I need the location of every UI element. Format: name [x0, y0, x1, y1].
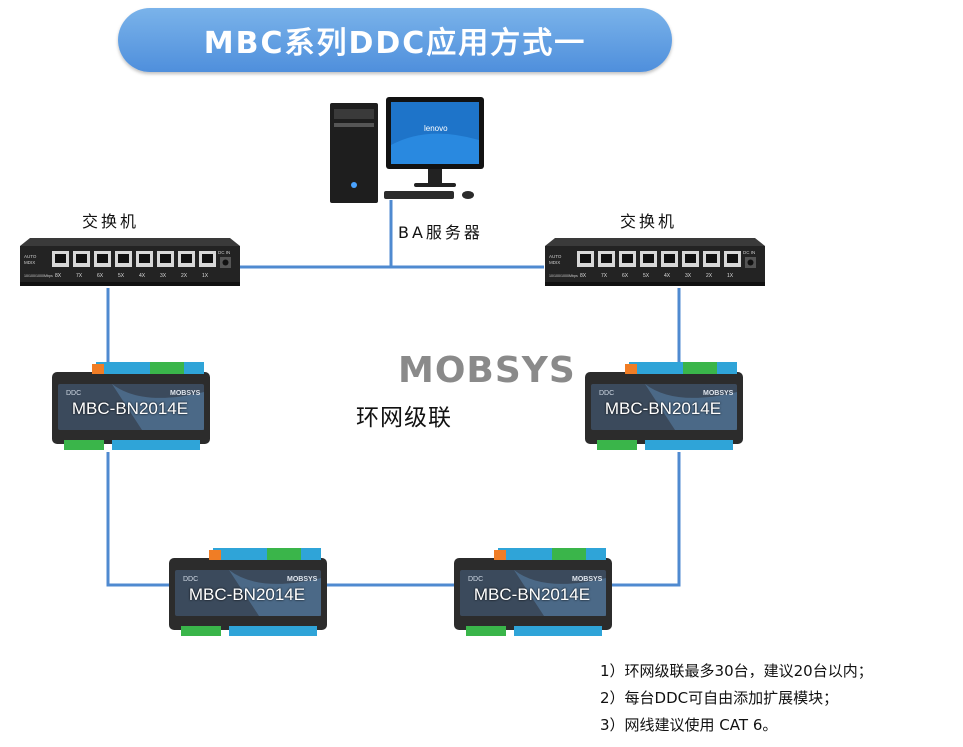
terminal-block-blue — [213, 548, 267, 560]
ddc-module-body: DDC MOBSYS — [585, 362, 743, 450]
switch-port-label: 7X — [76, 273, 83, 279]
switch-port-label: 8X — [580, 273, 587, 279]
ba-server-computer: lenovo — [330, 97, 484, 203]
module-logo: MOBSYS — [572, 576, 603, 583]
ddc-module-body: DDC MOBSYS — [454, 548, 612, 636]
terminal-block-green — [552, 548, 586, 560]
diagram-title: MBC系列DDC应用方式一 — [203, 26, 587, 61]
ring-cascade-label: 环网级联 — [356, 405, 452, 431]
ddc-module-2: DDC MOBSYS MBC-BN2014E — [585, 362, 743, 452]
switch-port-label: 4X — [664, 273, 671, 279]
module-logo: MOBSYS — [170, 390, 201, 397]
module-logo: MOBSYS — [703, 390, 734, 397]
switch-port-label: 1X — [202, 273, 209, 279]
switch-port-label: 7X — [601, 273, 608, 279]
note-item: 3）网线建议使用 CAT 6。 — [600, 716, 778, 734]
switch-port-label: 2X — [181, 273, 188, 279]
module-label: MBC-BN2014E — [473, 585, 591, 604]
mouse — [462, 191, 474, 199]
module-ddc-badge: DDC — [66, 390, 81, 397]
terminal-block-blue — [629, 362, 683, 374]
terminal-block-blue — [498, 548, 552, 560]
switch-speed-text: 10/100/1000Mbps — [549, 274, 578, 278]
switch-auto-text: AUTO — [549, 254, 562, 259]
terminal-block-green — [267, 548, 301, 560]
terminal-block-green — [150, 362, 184, 374]
monitor-brand: lenovo — [424, 124, 448, 133]
keyboard — [384, 191, 454, 199]
wire-left-down — [106, 452, 170, 587]
switch-auto-text: AUTO — [24, 254, 37, 259]
switch-port-label: 2X — [706, 273, 713, 279]
switch-port-label: 8X — [55, 273, 62, 279]
module-ddc-badge: DDC — [468, 576, 483, 583]
terminal-block-green — [683, 362, 717, 374]
note-item: 1）环网级联最多30台，建议20台以内； — [600, 662, 873, 680]
module-label: MBC-BN2014E — [71, 399, 189, 418]
module-ddc-badge: DDC — [183, 576, 198, 583]
switch-speed-text: 10/100/1000Mbps — [24, 274, 53, 278]
terminal-block-orange — [625, 364, 637, 374]
switch-left-label: 交换机 — [82, 212, 140, 231]
module-label: MBC-BN2014E — [604, 399, 722, 418]
switch-port-label: 4X — [139, 273, 146, 279]
switch-dc-label: DC IN — [218, 250, 230, 255]
switch-port-label: 3X — [685, 273, 692, 279]
wire-right-down — [610, 452, 681, 587]
ddc-module-1: DDC MOBSYS MBC-BN2014E — [52, 362, 210, 452]
module-label: MBC-BN2014E — [188, 585, 306, 604]
brand-watermark: MOBSYS — [398, 350, 576, 391]
ddc-module-body: DDC MOBSYS — [169, 548, 327, 636]
ddc-module-body: DDC MOBSYS — [52, 362, 210, 450]
title-banner: MBC系列DDC应用方式一 — [118, 8, 672, 72]
terminal-block-orange — [209, 550, 221, 560]
switch-port-label: 6X — [97, 273, 104, 279]
module-logo: MOBSYS — [287, 576, 318, 583]
terminal-block-orange — [494, 550, 506, 560]
module-ddc-badge: DDC — [599, 390, 614, 397]
ddc-module-3: DDC MOBSYS MBC-BN2014E — [169, 548, 327, 638]
switch-port-label: 5X — [118, 273, 125, 279]
switch-dc-label: DC IN — [743, 250, 755, 255]
switch-mdix-text: MDIX — [549, 260, 560, 265]
switch-port-label: 1X — [727, 273, 734, 279]
notes-list: 1）环网级联最多30台，建议20台以内； 2）每台DDC可自由添加扩展模块； 3… — [600, 658, 873, 739]
switch-port-label: 6X — [622, 273, 629, 279]
pc-tower — [330, 103, 378, 203]
note-item: 2）每台DDC可自由添加扩展模块； — [600, 689, 839, 707]
terminal-block-orange — [92, 364, 104, 374]
switch-right-label: 交换机 — [620, 212, 678, 231]
ddc-module-4: DDC MOBSYS MBC-BN2014E — [454, 548, 612, 638]
server-label: BA服务器 — [398, 223, 483, 242]
switch-port-label: 3X — [160, 273, 167, 279]
terminal-block-blue — [96, 362, 150, 374]
switch-mdix-text: MDIX — [24, 260, 35, 265]
switch-port-label: 5X — [643, 273, 650, 279]
